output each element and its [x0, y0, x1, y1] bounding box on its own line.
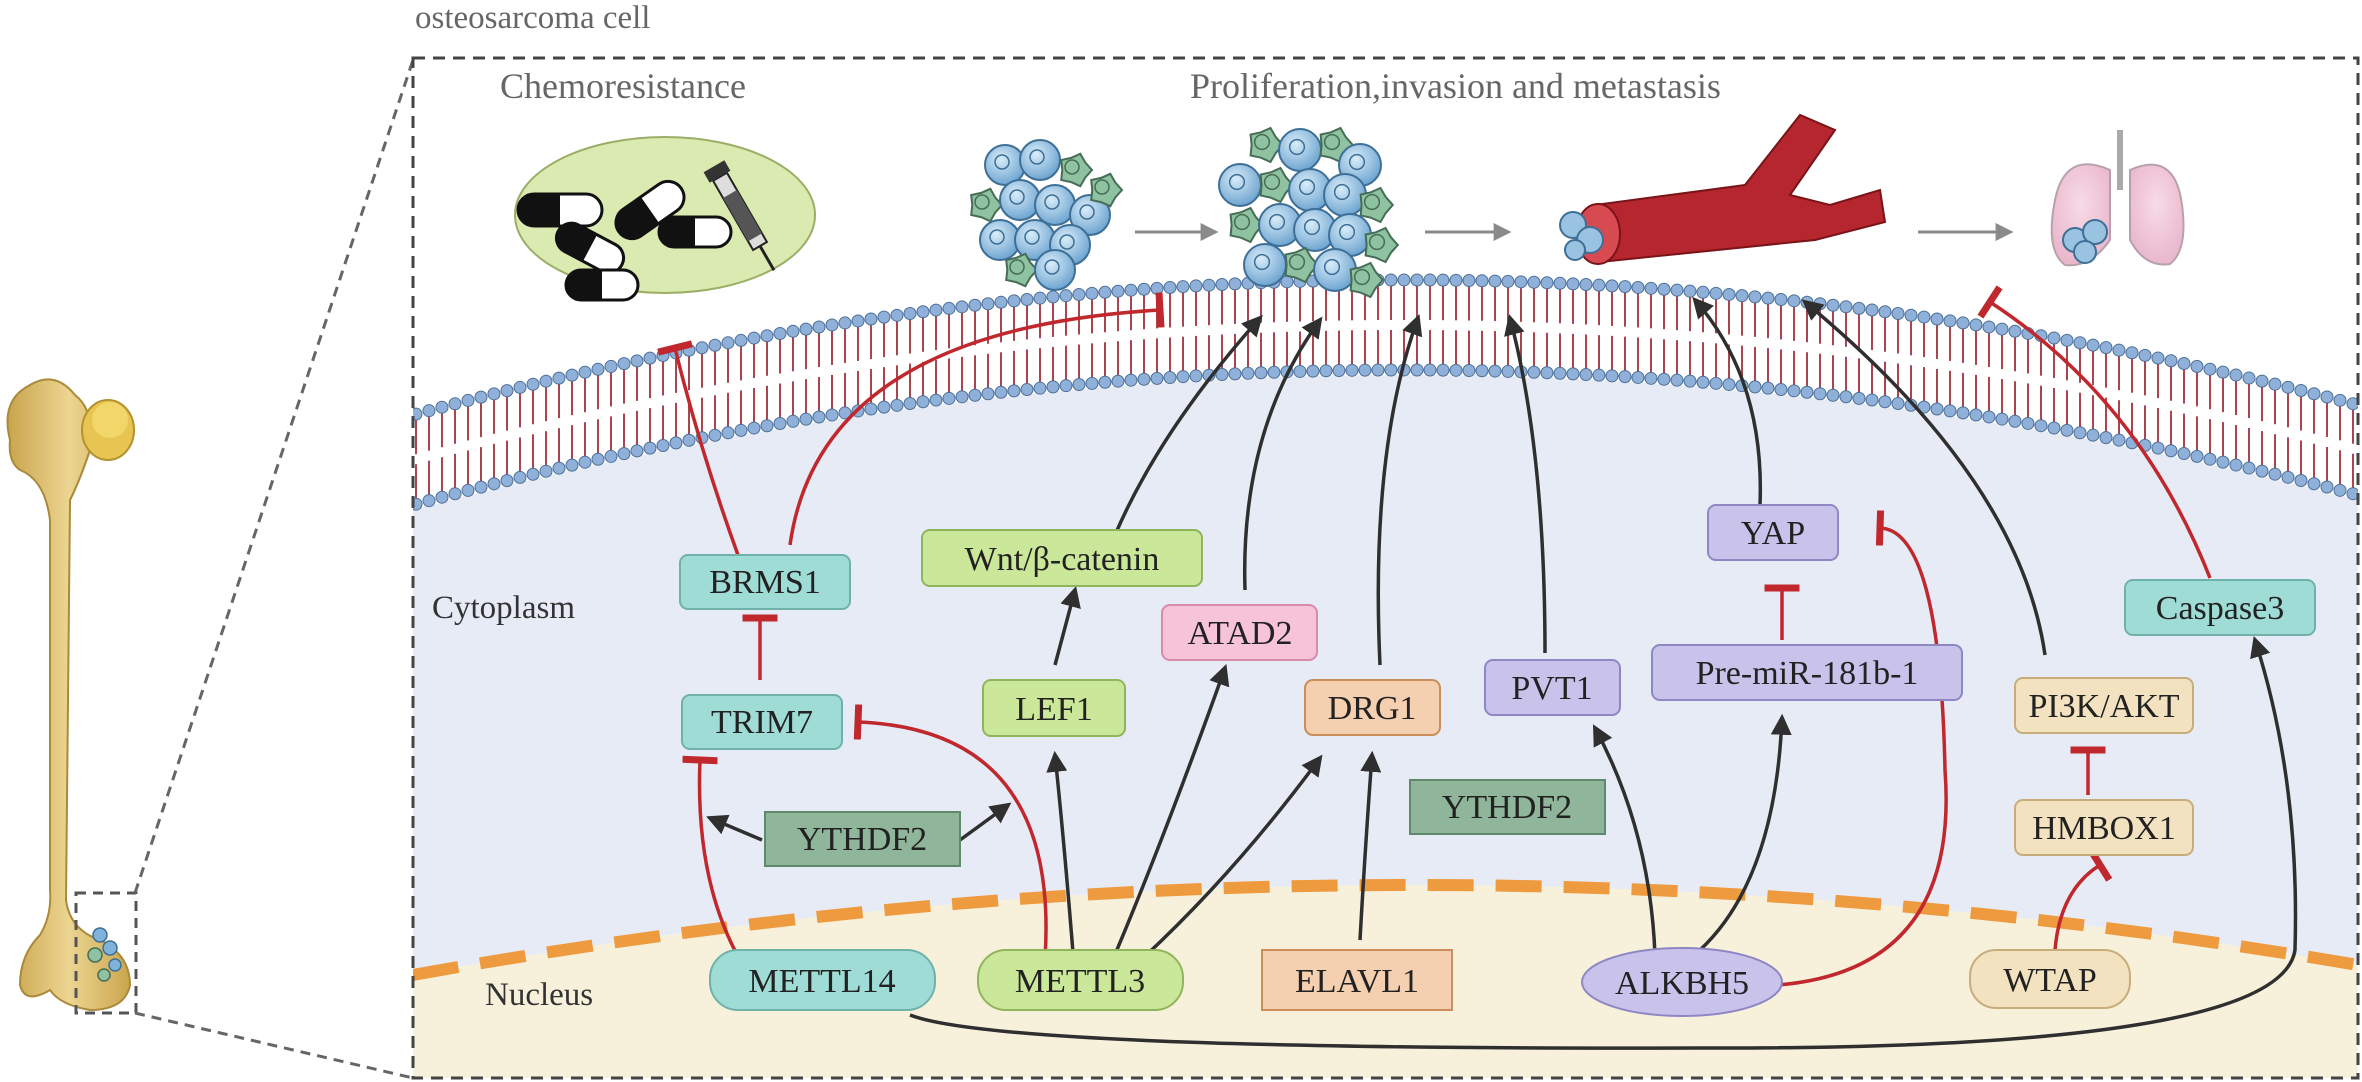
node-elavl1: ELAVL1: [1261, 949, 1453, 1011]
node-alkbh5-label: ALKBH5: [1615, 965, 1749, 1002]
zoom-box: [74, 891, 138, 1015]
drug-illustration: [514, 136, 816, 302]
node-mettl3: METTL3: [977, 949, 1184, 1011]
node-caspase3: Caspase3: [2124, 579, 2316, 636]
pathway-edges: [657, 285, 2298, 1050]
lung-illustration: [2050, 130, 2185, 267]
edge-elavl1-to-drg1: [1358, 750, 1382, 941]
node-ythdf2-right: YTHDF2: [1409, 779, 1606, 835]
zoom-connector: [133, 59, 415, 1080]
node-mettl14: METTL14: [709, 949, 936, 1011]
edge-pi3k-to-metastasis: [1801, 299, 2047, 656]
nucleus-label: Nucleus: [485, 977, 593, 1013]
edge-pvt1-to-proliferation: [1504, 313, 1547, 654]
edge-ythdf2-to-trim7: [706, 814, 763, 842]
node-pi3k-label: PI3K/AKT: [2028, 688, 2179, 725]
edge-atad2-to-proliferation: [1242, 316, 1323, 591]
node-mettl14-label: METTL14: [748, 963, 895, 1000]
edge-brms1-inhibits-chemoresistance: [657, 340, 740, 556]
edge-mettl3-inhibits-trim7: [853, 704, 1048, 959]
edge-alkbh5-to-premir: [1698, 713, 1792, 952]
node-atad2-label: ATAD2: [1188, 615, 1293, 652]
node-yap-label: YAP: [1741, 515, 1805, 552]
edge-lef1-to-wnt: [1053, 585, 1081, 666]
syringe-icon: [703, 160, 776, 271]
node-yap: YAP: [1707, 504, 1839, 561]
node-pi3k: PI3K/AKT: [2014, 677, 2194, 734]
node-brms1: BRMS1: [679, 554, 851, 610]
edge-mettl14-to-caspase3: [909, 636, 2298, 1050]
femur-bone-illustration: [6, 378, 138, 1015]
node-ythdf2-right-label: YTHDF2: [1442, 789, 1572, 826]
tumor-cluster-on-bone: [87, 927, 122, 982]
blood-vessel-illustration: [1559, 113, 1887, 265]
node-pvt1: PVT1: [1484, 659, 1621, 716]
cell-frame: [411, 56, 2360, 1080]
node-hmbox1-label: HMBOX1: [2032, 810, 2176, 847]
node-wtap-label: WTAP: [2003, 962, 2097, 999]
node-premir: Pre-miR-181b-1: [1651, 644, 1963, 701]
node-lef1-label: LEF1: [1015, 691, 1092, 728]
edge-caspase3-inhibits-metastasis: [1977, 285, 2212, 579]
cell-membrane: [413, 273, 2358, 511]
edge-ythdf2-to-lef1: [958, 802, 1012, 842]
edge-mettl3-to-drg1: [1128, 754, 1323, 972]
node-alkbh5: ALKBH5: [1581, 947, 1783, 1017]
edge-alkbh5-inhibits-yap: [1777, 510, 1948, 987]
node-caspase3-label: Caspase3: [2156, 590, 2284, 627]
edge-mettl3-to-lef1: [1046, 750, 1077, 979]
edge-yap-to-metastasis: [1692, 296, 1763, 506]
edge-alkbh5-to-pvt1: [1593, 724, 1657, 956]
cell-title: osteosarcoma cell: [415, 0, 650, 36]
proliferation-label: Proliferation,invasion and metastasis: [1190, 66, 1721, 106]
node-lef1: LEF1: [982, 679, 1126, 737]
cytoplasm-label: Cytoplasm: [432, 590, 575, 626]
edge-wtap-inhibits-hmbox1: [2053, 848, 2113, 951]
node-drg1-label: DRG1: [1328, 690, 1417, 727]
edge-brms1-inhibits-proliferation: [788, 292, 1165, 546]
node-trim7-label: TRIM7: [711, 704, 813, 741]
edge-drg1-to-proliferation: [1376, 314, 1423, 666]
node-brms1-label: BRMS1: [709, 564, 821, 601]
tumor-cluster-small: [970, 139, 1124, 291]
chemoresistance-label: Chemoresistance: [500, 66, 746, 106]
node-elavl1-label: ELAVL1: [1295, 963, 1419, 1000]
node-ythdf2-left: YTHDF2: [764, 811, 961, 867]
tumor-cluster-large: [1218, 126, 1400, 299]
node-wtap: WTAP: [1969, 949, 2131, 1009]
nuclear-envelope: [413, 878, 2358, 981]
node-mettl3-label: METTL3: [1015, 963, 1145, 1000]
edge-mettl3-to-atad2: [1103, 664, 1230, 979]
node-ythdf2-left-label: YTHDF2: [797, 821, 927, 858]
node-drg1: DRG1: [1304, 679, 1441, 736]
node-premir-label: Pre-miR-181b-1: [1696, 655, 1919, 692]
node-hmbox1: HMBOX1: [2014, 799, 2194, 856]
edge-wnt-to-proliferation: [1113, 314, 1263, 536]
node-trim7: TRIM7: [681, 694, 843, 750]
node-wnt: Wnt/β-catenin: [921, 529, 1203, 587]
node-wnt-label: Wnt/β-catenin: [965, 541, 1160, 578]
edge-mettl14-inhibits-trim7: [682, 755, 742, 961]
node-pvt1-label: PVT1: [1511, 670, 1592, 707]
node-atad2: ATAD2: [1161, 604, 1318, 661]
